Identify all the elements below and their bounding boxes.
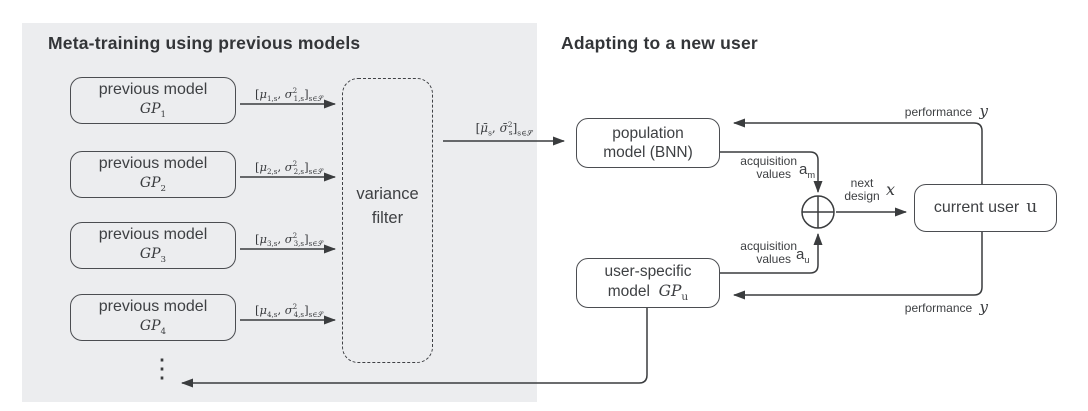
circled-plus-icon xyxy=(801,195,835,229)
population-model-line2: model (BNN) xyxy=(603,144,693,161)
variance-filter-label-line1: variance xyxy=(356,185,419,203)
user-model-line2: model GPu xyxy=(607,281,689,303)
heading-meta-training: Meta-training using previous models xyxy=(48,33,361,53)
arrow-acquisition-m xyxy=(720,151,823,193)
meta-training-panel xyxy=(22,23,537,402)
flow-label-1: [μ1,s, σ21,s]s∈𝒮 xyxy=(254,86,324,104)
previous-model-label: previous model xyxy=(98,81,208,99)
performance-top-label: performance y xyxy=(904,102,988,120)
gp4-label: GP4 xyxy=(139,318,167,337)
next-design-label: next design xyxy=(844,176,880,203)
arrow-user-model-feedback xyxy=(181,308,648,388)
current-user-symbol: u xyxy=(1026,197,1038,218)
acquisition-values-u-label: acquisition values xyxy=(740,239,797,266)
arrow-performance-bottom xyxy=(733,232,983,300)
user-model-line1: user-specific xyxy=(604,263,692,281)
vertical-ellipsis: ⋮ xyxy=(149,353,175,383)
previous-model-label: previous model xyxy=(98,155,208,173)
filter-output-label: [μ̄s, σ̄2s]s∈𝒮 xyxy=(475,120,533,138)
performance-bottom-label: performance y xyxy=(904,298,988,316)
previous-model-box-2: previous model GP2 xyxy=(70,151,236,198)
current-user-box: current user u xyxy=(914,184,1057,232)
performance-bottom-var: y xyxy=(979,298,988,316)
arrow-acquisition-u xyxy=(720,233,823,274)
previous-model-box-3: previous model GP3 xyxy=(70,222,236,269)
heading-adapting: Adapting to a new user xyxy=(561,33,758,53)
performance-top-var: y xyxy=(979,102,988,120)
acquisition-values-m-label: acquisition values xyxy=(740,154,797,181)
previous-model-label: previous model xyxy=(98,226,208,244)
flow-label-2: [μ2,s, σ22,s]s∈𝒮 xyxy=(254,159,324,177)
previous-model-box-4: previous model GP4 xyxy=(70,294,236,341)
variance-filter-box: variance filter xyxy=(342,78,433,363)
population-model-line1: population xyxy=(612,124,684,142)
gp3-label: GP3 xyxy=(139,246,167,265)
gp1-label: GP1 xyxy=(139,101,167,120)
arrow-performance-top xyxy=(733,118,983,184)
gp2-label: GP2 xyxy=(139,175,167,194)
variance-filter-label-line2: filter xyxy=(371,208,404,227)
flow-label-4: [μ4,s, σ24,s]s∈𝒮 xyxy=(254,302,324,320)
acquisition-symbol-au: au xyxy=(796,246,810,265)
population-model-box: population model (BNN) xyxy=(576,118,720,168)
previous-model-box-1: previous model GP1 xyxy=(70,77,236,124)
next-design-var: x xyxy=(886,180,896,199)
current-user-label: current user xyxy=(933,199,1020,216)
flow-label-3: [μ3,s, σ23,s]s∈𝒮 xyxy=(254,231,324,249)
acquisition-symbol-am: am xyxy=(799,161,816,180)
user-specific-model-box: user-specific model GPu xyxy=(576,258,720,308)
previous-model-label: previous model xyxy=(98,298,208,316)
